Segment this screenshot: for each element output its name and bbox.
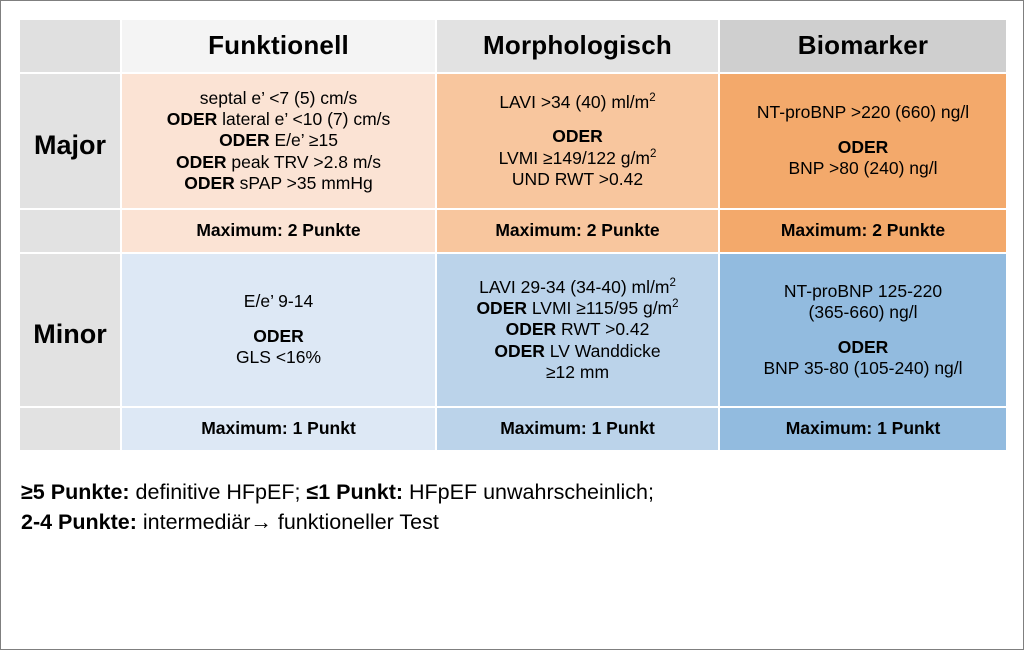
major-func-line-2-rest: lateral e’ <10 (7) cm/s <box>217 108 391 129</box>
cell-major-biomarker: NT-proBNP >220 (660) ng/l ODER BNP >80 (… <box>719 73 1007 209</box>
table-header-row: Funktionell Morphologisch Biomarker <box>19 19 1007 73</box>
minor-morph-line-5: ≥12 mm <box>545 362 610 383</box>
cell-minor-maximum-morphologisch: Maximum: 1 Punkt <box>436 407 719 451</box>
minor-morph-line-3: ODER RWT >0.42 <box>505 319 650 340</box>
cell-minor-biomarker: NT-proBNP 125-220 (365-660) ng/l ODER BN… <box>719 253 1007 407</box>
score-interpretation-legend: ≥5 Punkte: definitive HFpEF; ≤1 Punkt: H… <box>21 478 981 537</box>
table-row-minor-criteria: Minor E/e’ 9-14 ODER GLS <16% LAVI 29-34… <box>19 253 1007 407</box>
minor-morph-line-4: ODER LV Wanddicke <box>494 340 661 361</box>
major-morph-line-2-sup: 2 <box>649 147 657 160</box>
header-cell-funktionell: Funktionell <box>121 19 436 73</box>
minor-bio-oder: ODER <box>837 336 889 357</box>
major-func-line-3-rest: E/e’ ≥15 <box>269 130 338 151</box>
row-label-major-text: Major <box>33 129 106 160</box>
major-func-line-3: ODER E/e’ ≥15 <box>219 130 338 151</box>
minor-bio-spacer <box>720 324 1006 337</box>
major-morph-line-1: LAVI >34 (40) ml/m2 <box>499 91 656 112</box>
table-row-minor-maximum: Maximum: 1 Punkt Maximum: 1 Punkt Maximu… <box>19 407 1007 451</box>
legend-threshold-high-text: definitive HFpEF; <box>129 480 307 504</box>
table-row-major-maximum: Maximum: 2 Punkte Maximum: 2 Punkte Maxi… <box>19 209 1007 253</box>
major-morph-line-3: UND RWT >0.42 <box>511 168 644 189</box>
cell-minor-funktionell: E/e’ 9-14 ODER GLS <16% <box>121 253 436 407</box>
major-bio-line-2: BNP >80 (240) ng/l <box>788 158 938 179</box>
minor-func-spacer <box>122 313 435 326</box>
major-morph-line-1-sup: 2 <box>649 91 656 104</box>
minor-morph-line-1-sup: 2 <box>669 276 676 289</box>
legend-threshold-low: ≤1 Punkt: <box>306 480 404 504</box>
major-morph-spacer <box>437 113 718 126</box>
legend-line-2: 2-4 Punkte: intermediär→ funktioneller T… <box>21 508 981 538</box>
major-func-line-5: ODER sPAP >35 mmHg <box>184 173 373 194</box>
legend-threshold-mid-text: intermediär <box>136 509 251 534</box>
minor-morph-line-1: LAVI 29-34 (34-40) ml/m2 <box>479 276 676 297</box>
row-label-minor-text: Minor <box>33 318 107 349</box>
minor-func-line-1: E/e’ 9-14 <box>243 291 314 312</box>
minor-morph-line-2-sup: 2 <box>672 298 679 311</box>
cell-major-funktionell: septal e’ <7 (5) cm/s ODER lateral e’ <1… <box>121 73 436 209</box>
right-arrow-icon: → <box>250 509 272 534</box>
cell-minor-maximum-funktionell: Maximum: 1 Punkt <box>121 407 436 451</box>
legend-threshold-low-text: HFpEF unwahrscheinlich; <box>403 480 654 504</box>
cell-major-morphologisch: LAVI >34 (40) ml/m2 ODER LVMI ≥149/122 g… <box>436 73 719 209</box>
header-cell-blank <box>19 19 121 73</box>
table-row-major-criteria: Major septal e’ <7 (5) cm/s ODER lateral… <box>19 73 1007 209</box>
row-label-minor: Minor <box>19 253 121 407</box>
minor-func-line-2: GLS <16% <box>235 347 322 368</box>
major-morph-line-2: LVMI ≥149/122 g/m2 <box>498 147 657 168</box>
minor-bio-line-3: BNP 35-80 (105-240) ng/l <box>763 357 963 378</box>
cell-minor-maximum-biomarker: Maximum: 1 Punkt <box>719 407 1007 451</box>
hfa-peff-criteria-table: Funktionell Morphologisch Biomarker Majo… <box>19 19 1007 451</box>
legend-threshold-mid: 2-4 Punkte: <box>21 509 137 534</box>
cell-major-maximum-morphologisch: Maximum: 2 Punkte <box>436 209 719 253</box>
header-cell-morphologisch: Morphologisch <box>436 19 719 73</box>
minor-morph-line-2: ODER LVMI ≥115/95 g/m2 <box>476 297 679 318</box>
major-func-line-2: ODER lateral e’ <10 (7) cm/s <box>166 108 391 129</box>
cell-minor-morphologisch: LAVI 29-34 (34-40) ml/m2 ODER LVMI ≥115/… <box>436 253 719 407</box>
row-label-major-maximum-blank <box>19 209 121 253</box>
legend-line-1: ≥5 Punkte: definitive HFpEF; ≤1 Punkt: H… <box>21 478 981 508</box>
minor-bio-line-2: (365-660) ng/l <box>808 302 918 323</box>
major-func-line-4-rest: peak TRV >2.8 m/s <box>226 151 382 172</box>
minor-func-oder: ODER <box>253 325 304 346</box>
legend-threshold-mid-tail: funktioneller Test <box>271 509 439 534</box>
major-bio-line-1: NT-proBNP >220 (660) ng/l <box>756 102 970 123</box>
minor-bio-line-1: NT-proBNP 125-220 <box>783 280 943 301</box>
major-func-line-5-rest: sPAP >35 mmHg <box>234 173 373 194</box>
row-label-minor-maximum-blank <box>19 407 121 451</box>
major-func-line-1: septal e’ <7 (5) cm/s <box>199 87 358 108</box>
legend-threshold-high: ≥5 Punkte: <box>21 480 130 504</box>
cell-major-maximum-biomarker: Maximum: 2 Punkte <box>719 209 1007 253</box>
header-cell-biomarker: Biomarker <box>719 19 1007 73</box>
row-label-major: Major <box>19 73 121 209</box>
major-func-line-4: ODER peak TRV >2.8 m/s <box>175 151 382 172</box>
major-bio-spacer <box>720 124 1006 137</box>
cell-major-maximum-funktionell: Maximum: 2 Punkte <box>121 209 436 253</box>
major-bio-oder: ODER <box>837 136 889 157</box>
major-morph-oder: ODER <box>552 126 603 147</box>
